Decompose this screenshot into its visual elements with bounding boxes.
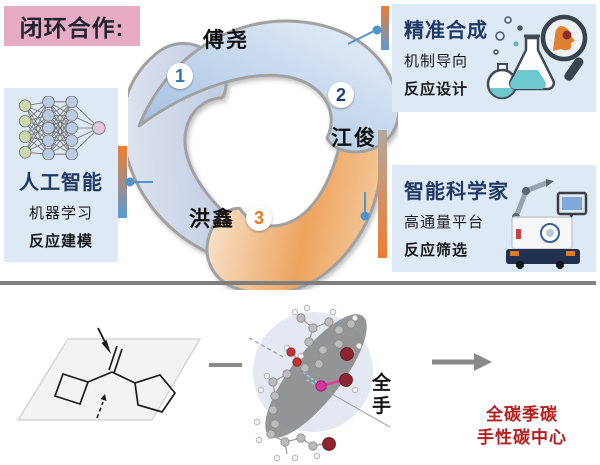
result-annotation-line1: 全碳季碳 — [486, 405, 558, 424]
cycle-badge-2: 2 — [328, 82, 354, 108]
connector-dot-scientist — [360, 211, 370, 221]
ai-title: 人工智能 — [19, 172, 103, 194]
cycle-name-1: 傅尧 — [203, 29, 249, 52]
synthesis-title: 精准合成 — [404, 20, 488, 42]
tilted-plane — [16, 338, 202, 421]
bromine-atoms — [322, 347, 354, 451]
molecule-3d-art — [248, 304, 391, 462]
gradient-link-bar-synthesis — [381, 6, 389, 50]
clipped-annotation: 全 手 — [372, 372, 392, 418]
panel-intelligent-scientist: 智能科学家 高通量平台 反应筛选 — [392, 165, 596, 272]
gradient-link-bar-ai — [118, 146, 127, 218]
blade-lavender — [128, 42, 308, 270]
clipped-annotation-line1: 全 — [372, 373, 392, 394]
cycle-name-2: 江俊 — [331, 127, 377, 150]
cycle-badge-3: 3 — [246, 205, 272, 231]
synthesis-line2: 反应设计 — [404, 81, 469, 98]
scientist-line2: 反应筛选 — [404, 242, 469, 259]
neural-network-icon — [18, 96, 106, 160]
attack-arrow-bottom — [96, 394, 107, 419]
section-divider — [0, 281, 596, 285]
stereocenter-atom — [315, 380, 327, 392]
molecule-2d-sketch — [16, 327, 202, 421]
result-annotation: 全碳季碳 手性碳中心 — [448, 403, 596, 449]
ai-line1: 机器学习 — [28, 205, 93, 222]
panel-precise-synthesis: 精准合成 机制导向 反应设计 — [392, 4, 596, 112]
connector-line-synthesis — [347, 30, 375, 45]
gradient-link-bar-scientist — [378, 130, 387, 258]
alkene-molecule — [53, 345, 177, 413]
cycle-name-3: 洪鑫 — [189, 208, 235, 231]
cycle-badge-1: 1 — [167, 63, 193, 89]
right-arrow-icon — [432, 353, 492, 371]
page-title: 闭环合作: — [4, 6, 140, 46]
scientist-line1: 高通量平台 — [404, 214, 485, 231]
pointer-line — [322, 388, 391, 428]
synthesis-line1: 机制导向 — [404, 53, 469, 70]
clipped-annotation-line2: 手 — [372, 396, 392, 417]
result-annotation-line2: 手性碳中心 — [477, 428, 567, 447]
robot-icon — [506, 179, 588, 269]
flask-magnifier-icon — [486, 14, 588, 100]
ai-line2: 反应建模 — [28, 233, 93, 250]
molecule-3d-model: 全 手 — [243, 294, 392, 462]
scientist-title: 智能科学家 — [404, 181, 509, 203]
panel-artificial-intelligence: 人工智能 机器学习 反应建模 — [4, 88, 118, 262]
attack-arrow-top — [97, 327, 111, 354]
blade-orange — [205, 50, 383, 290]
oxygen-atoms — [286, 347, 302, 367]
